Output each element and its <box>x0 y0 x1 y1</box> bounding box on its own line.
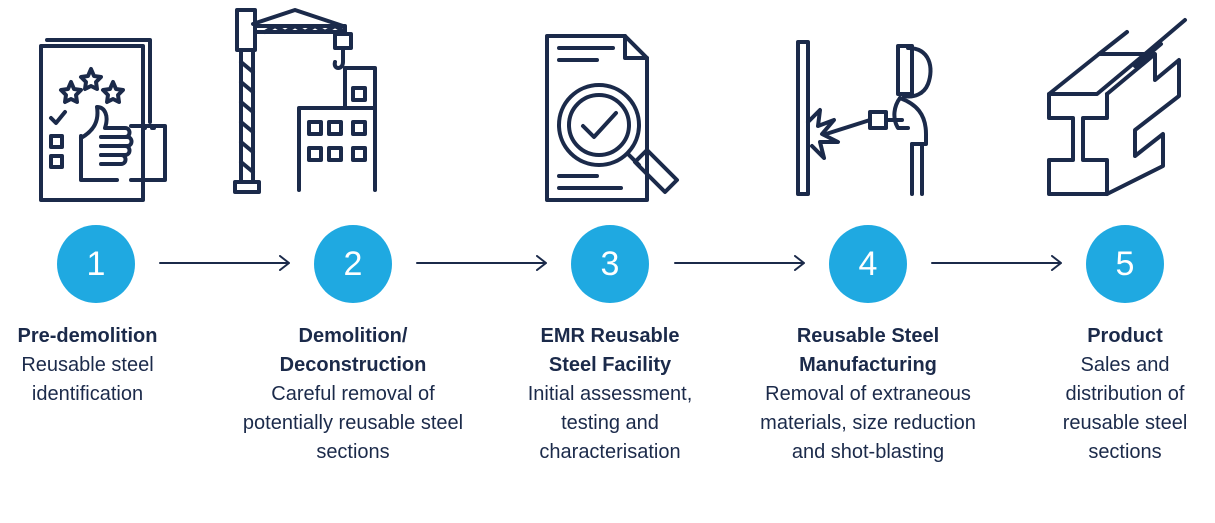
step-5-badge: 5 <box>1086 225 1164 303</box>
arrow-1-to-2 <box>158 255 293 271</box>
checklist-thumbs-up-icon <box>25 10 175 202</box>
step-1-description: Reusable steel identification <box>21 354 154 405</box>
step-2-title: Demolition/ Deconstruction <box>279 325 427 376</box>
step-3-caption: EMR Reusable Steel Facility Initial asse… <box>480 322 740 467</box>
step-3-badge: 3 <box>571 225 649 303</box>
step-1-title: Pre-demolition <box>17 325 158 347</box>
step-5-title: Product <box>1087 325 1163 347</box>
arrow-3-to-4 <box>673 255 808 271</box>
arrow-2-to-3 <box>415 255 550 271</box>
step-4-description: Removal of extraneous materials, size re… <box>760 383 976 463</box>
step-2-badge: 2 <box>314 225 392 303</box>
step-5-caption: Product Sales and distribution of reusab… <box>1040 322 1210 467</box>
crane-building-icon <box>225 8 377 195</box>
step-4-badge: 4 <box>829 225 907 303</box>
step-1-caption: Pre-demolition Reusable steel identifica… <box>0 322 190 409</box>
step-4-title: Reusable Steel Manufacturing <box>796 325 940 376</box>
step-5-description: Sales and distribution of reusable steel… <box>1062 354 1188 463</box>
step-4-caption: Reusable Steel Manufacturing Removal of … <box>738 322 998 467</box>
arrow-4-to-5 <box>930 255 1065 271</box>
document-magnifier-check-icon <box>535 10 685 202</box>
welder-icon <box>790 10 940 196</box>
step-2-caption: Demolition/ Deconstruction Careful remov… <box>223 322 483 467</box>
step-3-description: Initial assessment, testing and characte… <box>527 383 693 463</box>
step-1-badge: 1 <box>57 225 135 303</box>
step-2-description: Careful removal of potentially reusable … <box>242 383 464 463</box>
steel-beam-icon <box>1035 10 1187 196</box>
step-3-title: EMR Reusable Steel Facility <box>540 325 680 376</box>
